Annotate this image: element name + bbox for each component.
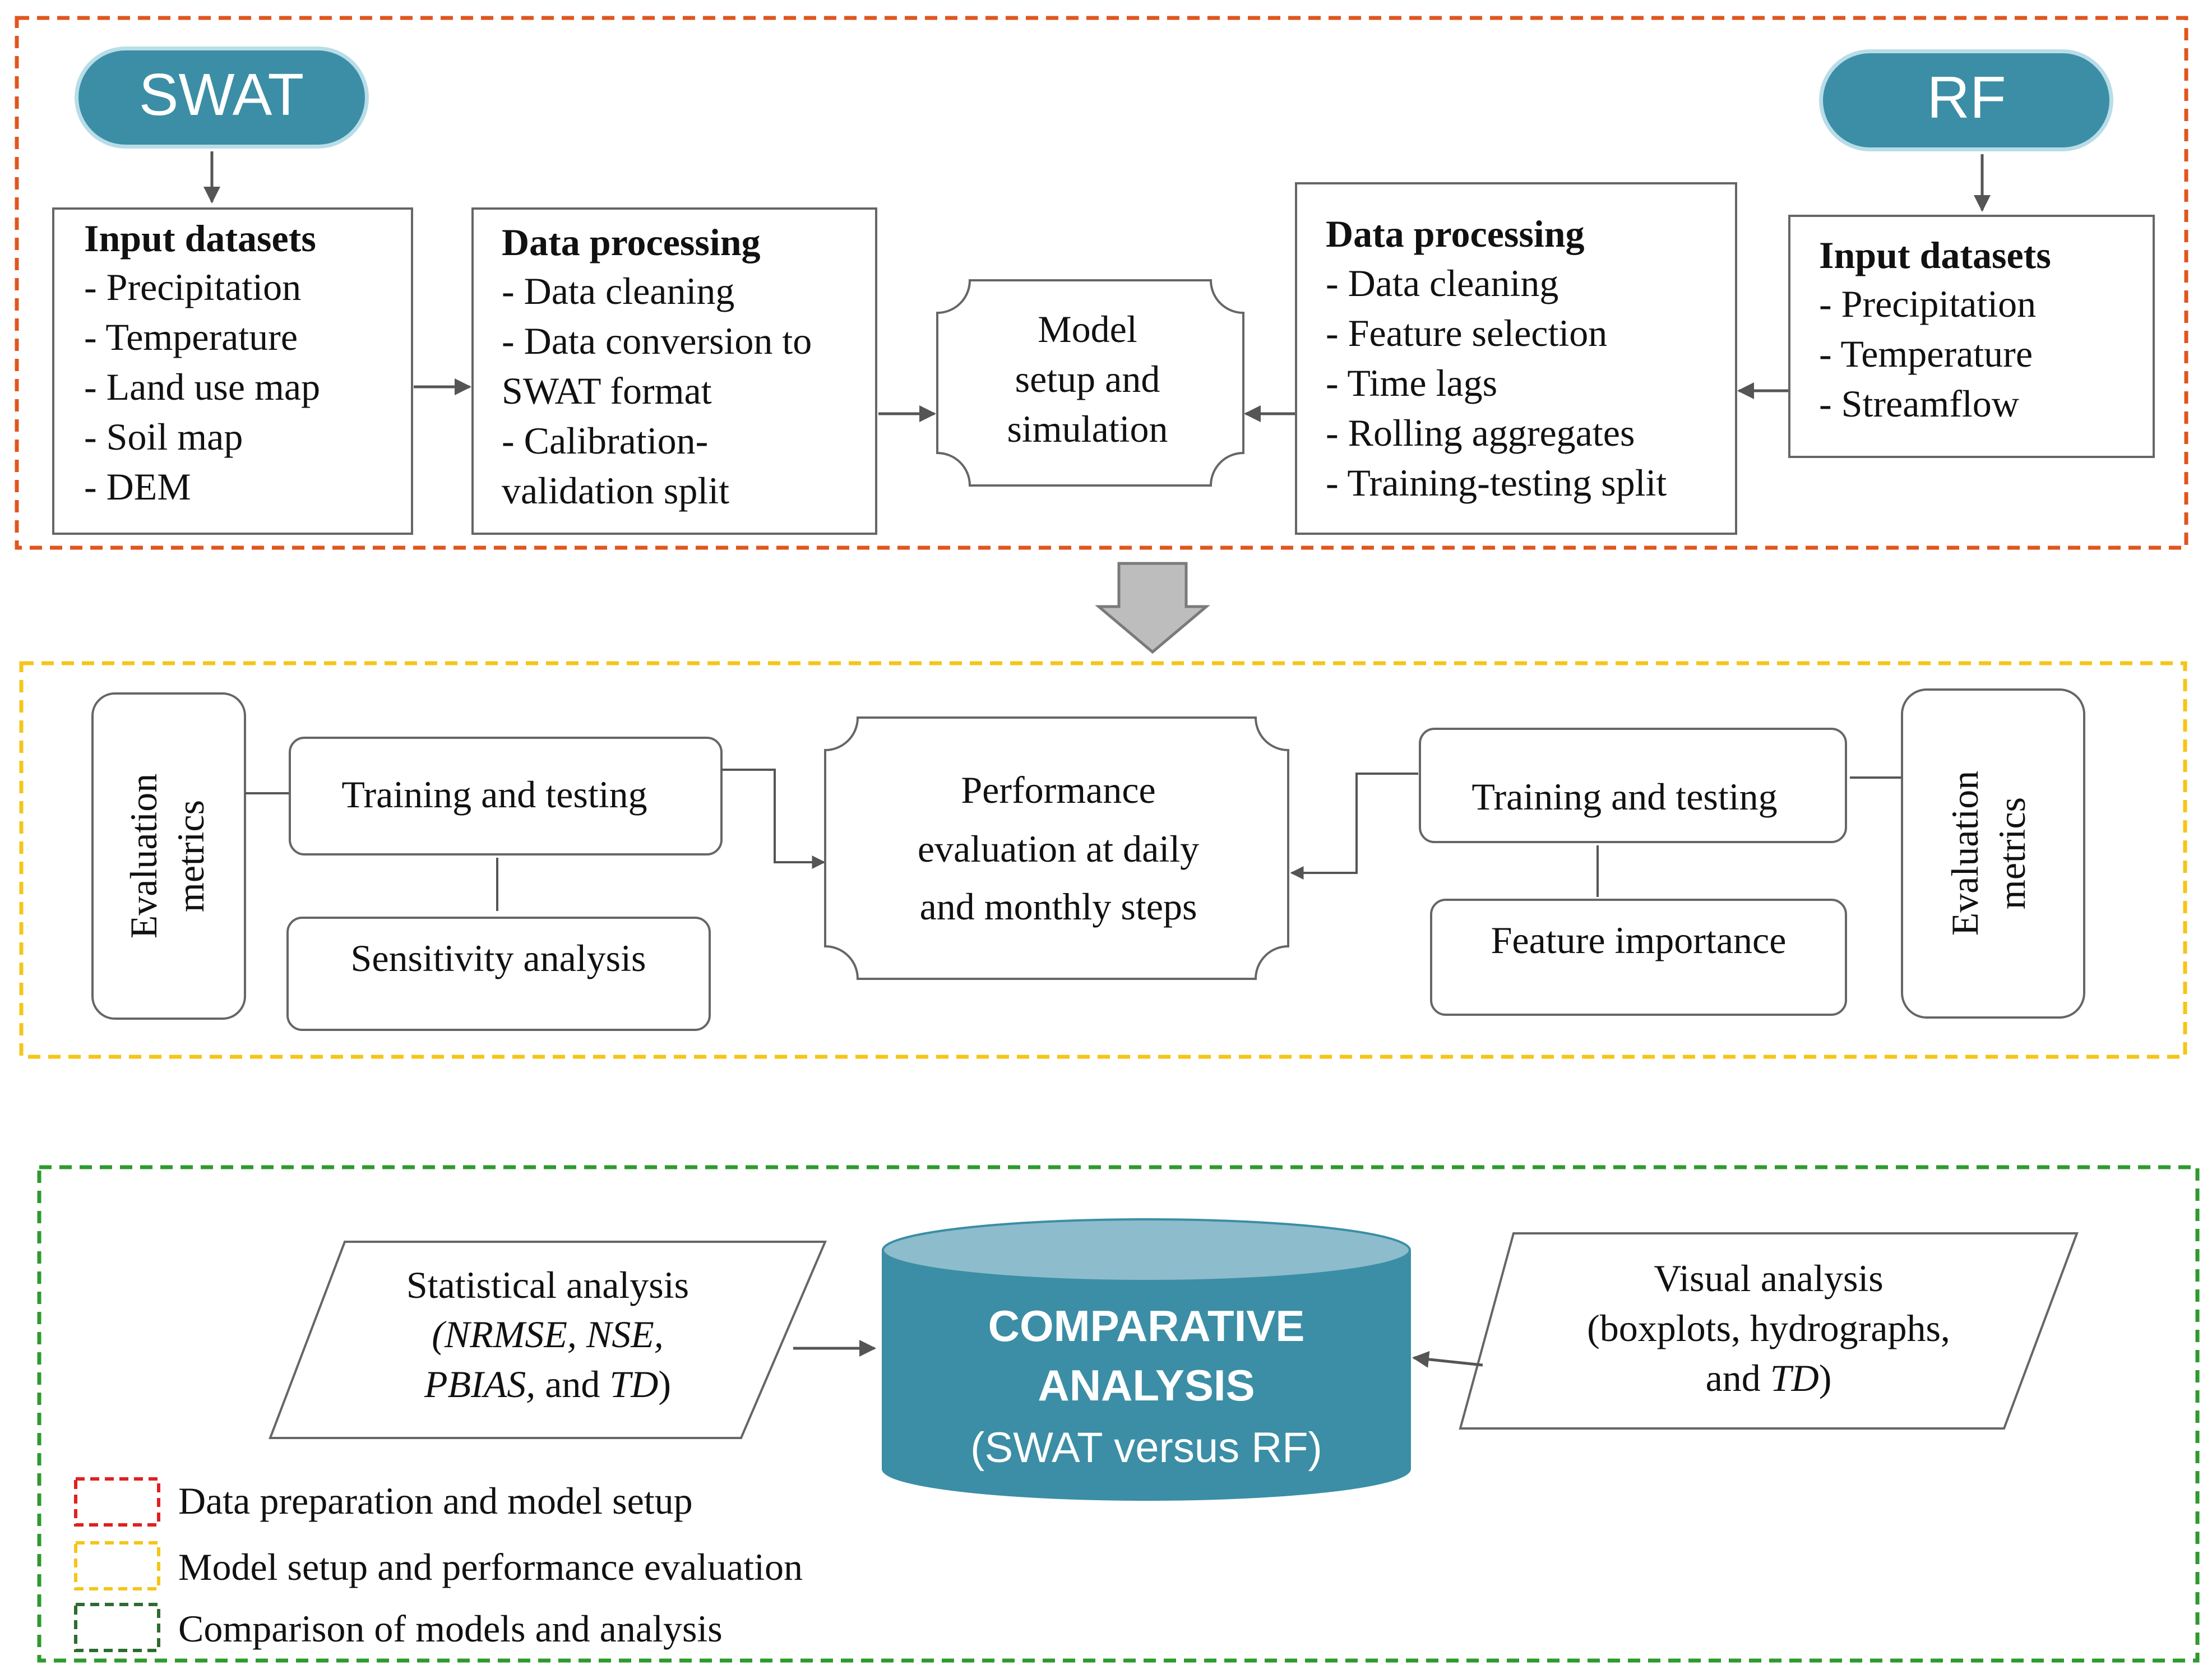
statistical-metrics-cont: PBIAS, and TD): [424, 1363, 671, 1405]
swat-processing-line: - Data cleaning: [502, 270, 734, 312]
swat-input-datasets-box: Input datasets - Precipitation - Tempera…: [52, 207, 413, 535]
rf-processing-item: - Data cleaning: [1326, 262, 1558, 304]
model-setup-line: Model: [1038, 308, 1137, 350]
rf-processing-item: - Rolling aggregates: [1326, 411, 1635, 454]
rf-processing-title: Data processing: [1326, 212, 1585, 255]
performance-line: Performance: [961, 769, 1155, 811]
rf-input-item: - Streamflow: [1819, 382, 2019, 425]
comparative-subtitle: (SWAT versus RF): [970, 1424, 1322, 1472]
swat-processing-line: - Calibration-: [502, 419, 708, 462]
right-training-testing-box: Training and testing: [1419, 728, 1847, 843]
rf-input-item: - Precipitation: [1819, 283, 2036, 325]
statistical-analysis-box: Statistical analysis (NRMSE, NSE, PBIAS,…: [269, 1241, 827, 1439]
left-metrics-line: Evaluation: [122, 774, 165, 939]
rf-data-processing-box: Data processing - Data cleaning - Featur…: [1295, 182, 1737, 535]
legend: Data preparation and model setup Model s…: [74, 1477, 803, 1652]
rf-label: RF: [1927, 64, 2006, 131]
model-setup-line: setup and: [1015, 358, 1160, 400]
rf-processing-item: - Training-testing split: [1326, 461, 1667, 504]
swat-input-item: - Precipitation: [84, 266, 301, 308]
visual-items: (boxplots, hydrographs,: [1587, 1307, 1950, 1349]
left-metrics-line: metrics: [169, 800, 212, 912]
swat-processing-line: - Data conversion to: [502, 320, 812, 362]
swat-input-item: - DEM: [84, 465, 191, 508]
performance-line: evaluation at daily: [918, 827, 1199, 870]
left-evaluation-metrics-box: Evaluation metrics: [91, 692, 246, 1020]
feature-importance-label: Feature importance: [1491, 919, 1787, 961]
swat-data-processing-box: Data processing - Data cleaning - Data c…: [471, 207, 877, 535]
arrow-right-training-to-performance: [1290, 773, 1418, 880]
legend-label: Model setup and performance evaluation: [178, 1546, 803, 1588]
model-setup-line: simulation: [1007, 408, 1168, 450]
left-training-label: Training and testing: [341, 773, 647, 816]
rf-input-datasets-box: Input datasets - Precipitation - Tempera…: [1788, 215, 2155, 458]
performance-evaluation-box: Performance evaluation at daily and mont…: [824, 716, 1289, 980]
left-training-testing-box: Training and testing: [289, 737, 723, 856]
legend-swatch-green: [74, 1603, 160, 1652]
comparative-title: COMPARATIVE: [988, 1301, 1305, 1351]
swat-label: SWAT: [139, 62, 304, 128]
comparative-analysis-cylinder: COMPARATIVE ANALYSIS (SWAT versus RF): [882, 1218, 1411, 1501]
swat-input-item: - Soil map: [84, 415, 243, 458]
performance-line: and monthly steps: [920, 885, 1197, 928]
right-training-label: Training and testing: [1471, 775, 1777, 818]
arrow-visual-to-comparative: [1412, 1351, 1483, 1368]
feature-importance-box: Feature importance: [1430, 899, 1847, 1016]
swat-processing-title: Data processing: [502, 221, 761, 263]
rf-pill: RF: [1819, 49, 2113, 151]
swat-input-item: - Temperature: [84, 316, 298, 358]
section-model-evaluation: [19, 661, 2187, 1059]
section-transition-arrow: [1095, 562, 1210, 654]
visual-title: Visual analysis: [1654, 1257, 1884, 1300]
swat-inputs-title: Input datasets: [84, 217, 316, 260]
swat-input-item: - Land use map: [84, 366, 320, 408]
rf-processing-item: - Time lags: [1326, 362, 1497, 404]
swat-processing-line: validation split: [502, 469, 729, 512]
rf-inputs-title: Input datasets: [1819, 234, 2051, 276]
right-metrics-line: metrics: [1991, 797, 2033, 909]
statistical-metrics: (NRMSE, NSE,: [432, 1313, 664, 1356]
swat-processing-line: SWAT format: [502, 369, 712, 412]
statistical-title: Statistical analysis: [406, 1264, 689, 1306]
arrow-left-training-to-performance: [721, 769, 826, 869]
sensitivity-analysis-box: Sensitivity analysis: [286, 917, 711, 1031]
model-setup-box: Model setup and simulation: [936, 279, 1244, 487]
legend-label: Comparison of models and analysis: [178, 1607, 723, 1650]
section-model-comparison: [37, 1165, 2200, 1663]
comparative-title-2: ANALYSIS: [1038, 1361, 1255, 1410]
legend-label: Data preparation and model setup: [178, 1479, 693, 1522]
visual-analysis-box: Visual analysis (boxplots, hydrographs, …: [1459, 1232, 2079, 1430]
rf-processing-item: - Feature selection: [1326, 312, 1607, 354]
swat-pill: SWAT: [75, 47, 369, 149]
rf-input-item: - Temperature: [1819, 332, 2033, 375]
right-evaluation-metrics-box: Evaluation metrics: [1901, 688, 2085, 1019]
right-metrics-line: Evaluation: [1943, 771, 1986, 936]
legend-swatch-red: [74, 1477, 160, 1527]
legend-swatch-yellow: [74, 1541, 160, 1590]
sensitivity-label: Sensitivity analysis: [351, 937, 646, 979]
section-data-preparation: [15, 16, 2188, 550]
visual-items-cont: and TD): [1706, 1357, 1832, 1399]
